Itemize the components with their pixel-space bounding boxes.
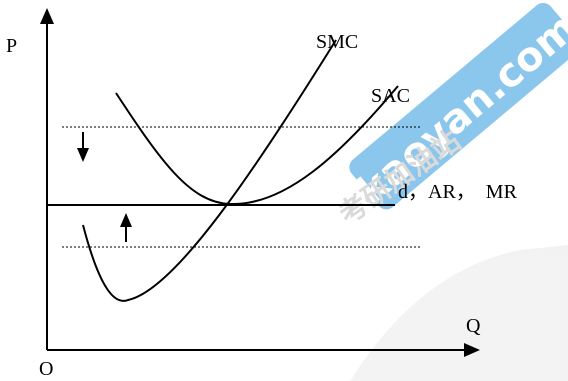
sac-curve	[115, 85, 399, 206]
watermark-swoosh	[350, 245, 568, 381]
demand-label: d，AR， MR	[398, 181, 518, 203]
axes	[40, 8, 480, 357]
x-axis-label: Q	[466, 315, 481, 337]
origin-label: O	[39, 358, 53, 380]
down-arrow-icon	[77, 132, 89, 162]
sac-label: SAC	[371, 85, 410, 107]
x-axis-arrow-icon	[464, 343, 480, 357]
smc-curve	[82, 39, 337, 302]
watermark-logo-badge	[349, 2, 568, 210]
y-axis-arrow-icon	[40, 8, 54, 24]
up-arrow-icon	[120, 213, 132, 242]
smc-label: SMC	[316, 31, 358, 53]
y-axis-label: P	[6, 35, 17, 57]
